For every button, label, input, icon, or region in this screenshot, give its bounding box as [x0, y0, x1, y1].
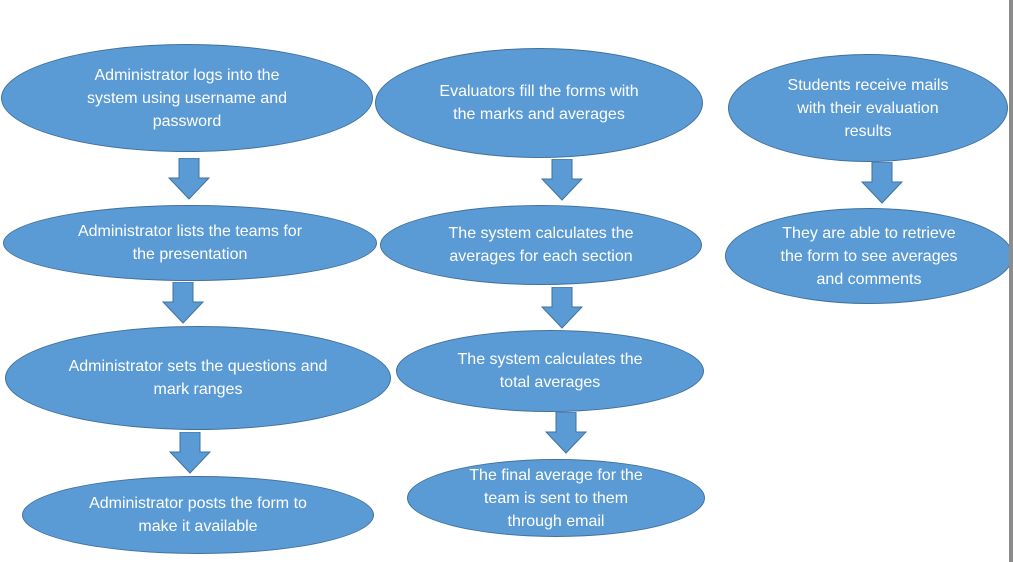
- node-admin-login: Administrator logs into the system using…: [1, 44, 373, 152]
- node-system-section-averages: The system calculates the averages for e…: [380, 205, 702, 285]
- arrow-down-icon: [861, 162, 903, 204]
- arrow-down-icon: [545, 412, 587, 454]
- node-admin-list-teams: Administrator lists the teams for the pr…: [3, 205, 377, 281]
- node-students-retrieve-form-label: They are able to retrieve the form to se…: [780, 224, 958, 288]
- arrow-down-icon: [162, 282, 204, 324]
- node-admin-set-questions-label: Administrator sets the questions and mar…: [68, 358, 328, 398]
- node-evaluators-fill-forms-label: Evaluators fill the forms with the marks…: [439, 83, 639, 123]
- arrow-down-icon: [541, 159, 583, 201]
- node-students-receive-mails: Students receive mails with their evalua…: [728, 54, 1008, 162]
- node-system-section-averages-label: The system calculates the averages for e…: [448, 225, 634, 265]
- node-final-average-email: The final average for the team is sent t…: [407, 459, 705, 537]
- node-system-total-averages-label: The system calculates the total averages: [457, 351, 643, 391]
- arrow-down-icon: [541, 287, 583, 329]
- arrow-down-icon: [169, 432, 211, 474]
- node-evaluators-fill-forms: Evaluators fill the forms with the marks…: [375, 48, 703, 158]
- arrow-down-icon: [168, 158, 210, 200]
- node-system-total-averages: The system calculates the total averages: [396, 330, 704, 412]
- node-admin-set-questions: Administrator sets the questions and mar…: [5, 326, 391, 430]
- node-admin-login-label: Administrator logs into the system using…: [86, 66, 288, 130]
- node-students-receive-mails-label: Students receive mails with their evalua…: [787, 76, 949, 140]
- page-edge-divider: [1009, 0, 1013, 562]
- node-admin-post-form: Administrator posts the form to make it …: [22, 476, 374, 554]
- node-students-retrieve-form: They are able to retrieve the form to se…: [725, 208, 1013, 304]
- node-final-average-email-label: The final average for the team is sent t…: [469, 466, 643, 530]
- node-admin-post-form-label: Administrator posts the form to make it …: [89, 495, 307, 535]
- node-admin-list-teams-label: Administrator lists the teams for the pr…: [77, 223, 303, 263]
